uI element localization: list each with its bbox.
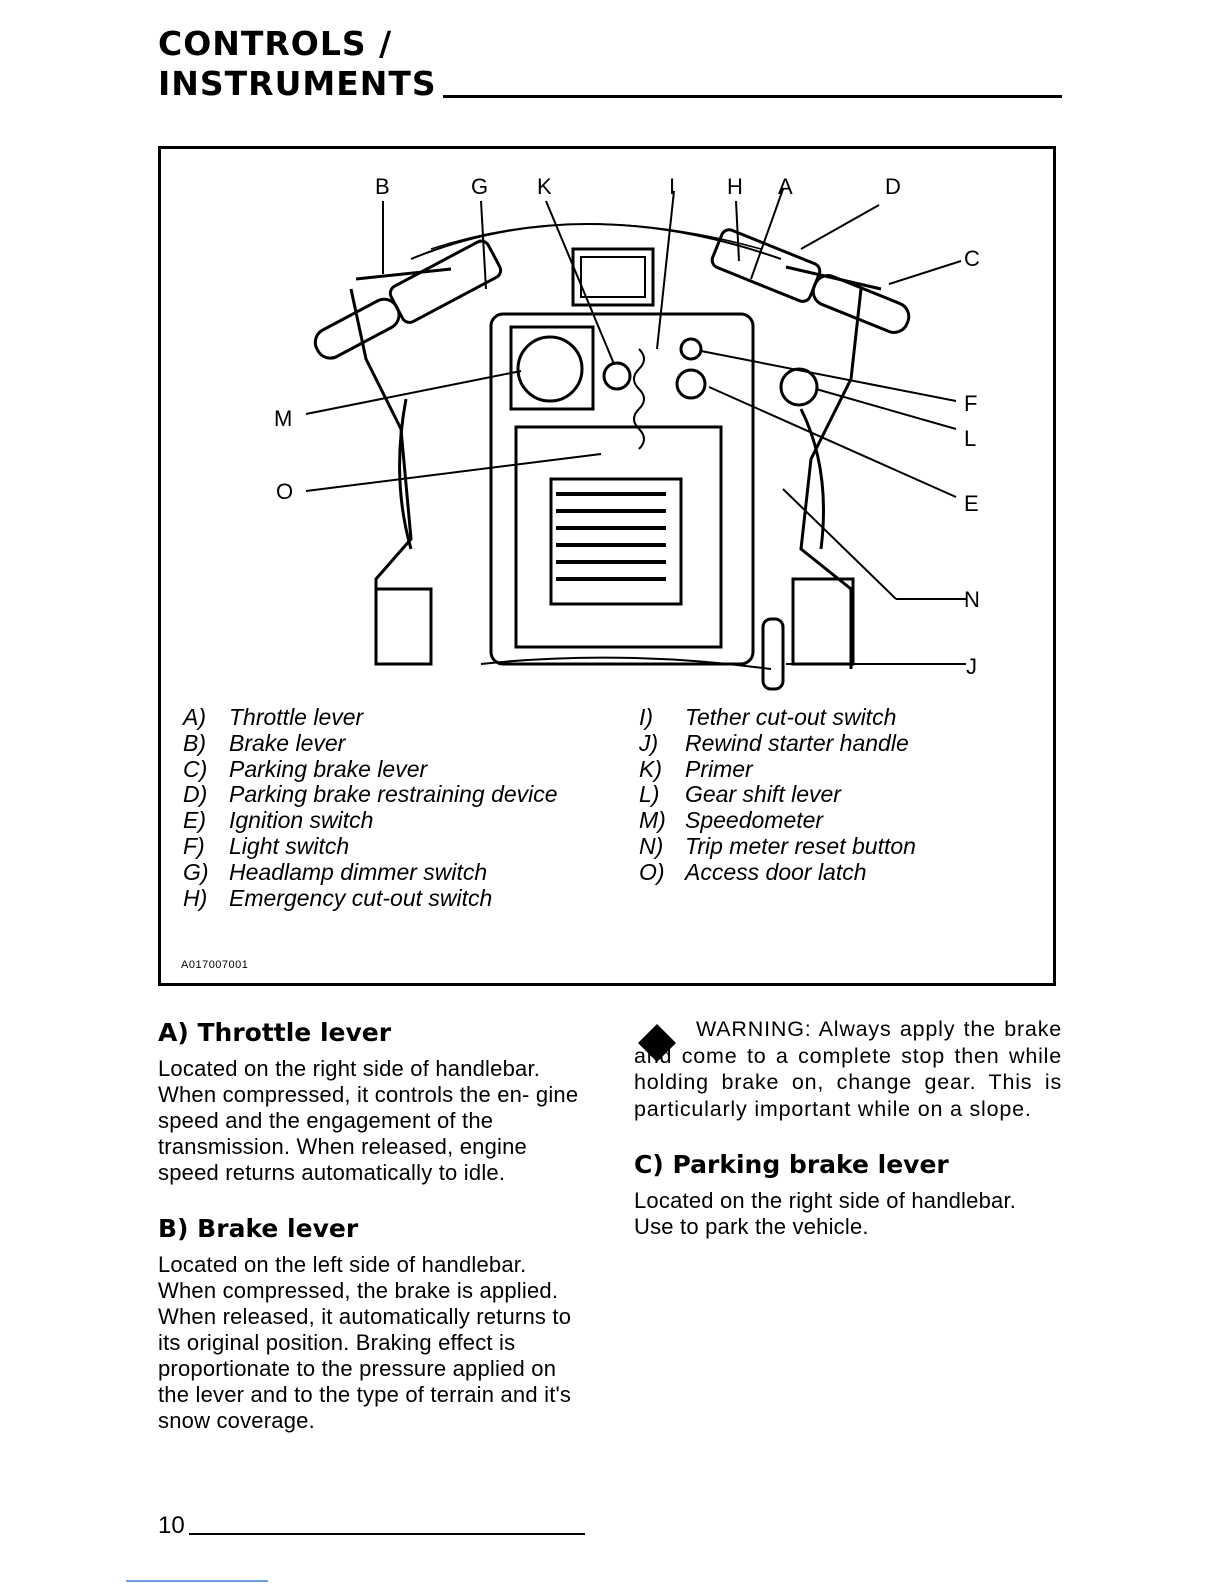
legend-item: K)Primer bbox=[639, 755, 753, 782]
callout-m: M bbox=[274, 406, 292, 431]
callout-b: B bbox=[375, 174, 390, 199]
parking-text: Located on the right side of handlebar. … bbox=[634, 1188, 1017, 1239]
callout-j: J bbox=[966, 654, 977, 679]
legend-right: I)Tether cut-out switch J)Rewind starter… bbox=[639, 704, 916, 886]
callout-n: N bbox=[964, 587, 980, 612]
header-line-1: CONTROLS / bbox=[158, 24, 393, 63]
legend-item: L)Gear shift lever bbox=[639, 781, 841, 808]
legend-item: M)Speedometer bbox=[639, 807, 824, 834]
legend-item: N)Trip meter reset button bbox=[639, 832, 916, 859]
scan-artifact bbox=[126, 1580, 268, 1582]
legend-item: O)Access door latch bbox=[639, 858, 867, 885]
parking-heading: C) Parking brake lever bbox=[634, 1150, 949, 1179]
legend-left: A)Throttle lever B)Brake lever C)Parking… bbox=[183, 704, 558, 911]
header-rule bbox=[442, 95, 1062, 98]
throttle-text: Located on the right side of handlebar. … bbox=[158, 1056, 579, 1185]
footer-rule bbox=[188, 1533, 585, 1535]
controls-illustration: B G K I H A D C M F L O E N J bbox=[274, 174, 980, 691]
throttle-heading: A) Throttle lever bbox=[158, 1018, 392, 1047]
brake-heading: B) Brake lever bbox=[158, 1214, 359, 1243]
header-line-2: INSTRUMENTS bbox=[158, 64, 437, 103]
callout-i: I bbox=[669, 174, 675, 199]
callout-g: G bbox=[471, 174, 488, 199]
warning-diamond-icon bbox=[638, 1024, 676, 1062]
legend-item: J)Rewind starter handle bbox=[639, 729, 909, 756]
legend-item: D)Parking brake restraining device bbox=[183, 781, 558, 808]
page-footer: 10 bbox=[158, 1512, 585, 1540]
legend-item: F)Light switch bbox=[183, 832, 350, 859]
callout-a: A bbox=[778, 174, 793, 199]
callout-f: F bbox=[964, 391, 977, 416]
brake-text: Located on the left side of handlebar. W… bbox=[158, 1252, 572, 1433]
figure-id: A017007001 bbox=[181, 959, 249, 971]
right-column: WARNING: Always apply the brake and come… bbox=[634, 1016, 1062, 1240]
callout-l: L bbox=[964, 426, 976, 451]
controls-figure: B G K I H A D C M F L O E N J A)Throttle… bbox=[158, 146, 1056, 986]
callout-d: D bbox=[885, 174, 901, 199]
page-number: 10 bbox=[158, 1512, 185, 1539]
left-column: A) Throttle lever Located on the right s… bbox=[158, 1016, 590, 1434]
legend-item: H)Emergency cut-out switch bbox=[183, 884, 493, 911]
callout-o: O bbox=[276, 479, 293, 504]
legend-item: A)Throttle lever bbox=[183, 704, 364, 730]
legend-item: B)Brake lever bbox=[183, 729, 346, 756]
legend-item: I)Tether cut-out switch bbox=[639, 704, 897, 730]
warning-notice: WARNING: Always apply the brake and come… bbox=[634, 1016, 1062, 1122]
callout-h: H bbox=[727, 174, 743, 199]
callout-c: C bbox=[964, 246, 980, 271]
warning-text: WARNING: Always apply the brake and come… bbox=[634, 1017, 1062, 1121]
legend-item: E)Ignition switch bbox=[183, 807, 374, 834]
callout-k: K bbox=[537, 174, 552, 199]
page-header: CONTROLS / INSTRUMENTS bbox=[158, 24, 1062, 104]
legend-item: G)Headlamp dimmer switch bbox=[183, 858, 488, 885]
callout-e: E bbox=[964, 491, 979, 516]
legend-item: C)Parking brake lever bbox=[183, 755, 428, 782]
